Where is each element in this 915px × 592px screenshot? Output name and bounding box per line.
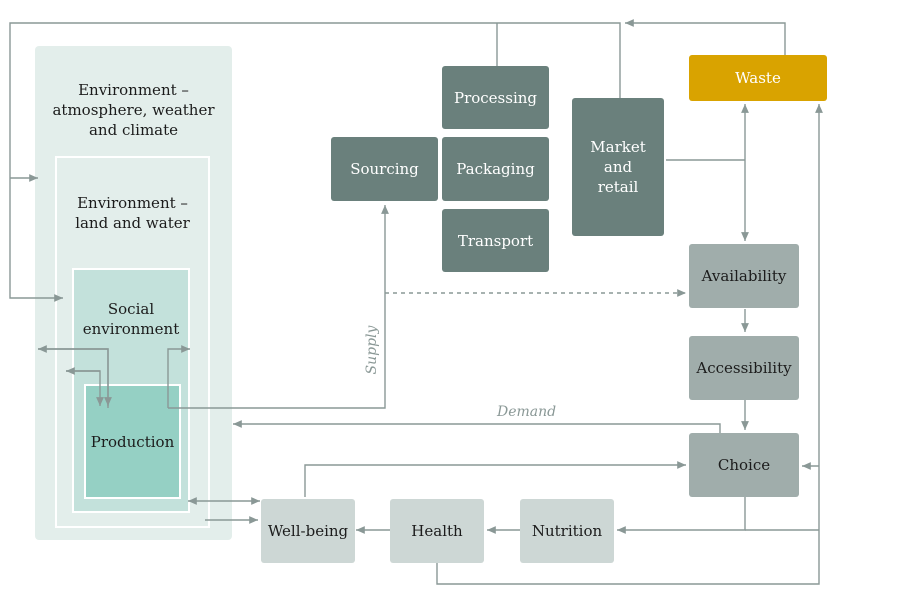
processing-box: Processing <box>442 66 549 129</box>
social-left-arrow <box>38 345 109 408</box>
environment-atmosphere-label: Environment – atmosphere, weather and cl… <box>52 81 215 139</box>
demand-label: Demand <box>497 404 557 420</box>
transport-box: Transport <box>442 209 549 272</box>
top-loop-line <box>9 22 621 302</box>
packaging-box: Packaging <box>442 137 549 201</box>
choice-box: Choice <box>689 433 799 497</box>
health-feedback-line <box>436 104 823 585</box>
accessibility-box: Accessibility <box>689 336 799 400</box>
nutrition-box: Nutrition <box>520 499 614 563</box>
market-retail-box: Market and retail <box>572 98 664 236</box>
social-right-arrow <box>167 345 190 408</box>
social-environment-label: Social environment <box>82 300 180 338</box>
choice-down-line <box>617 497 746 534</box>
sourcing-box: Sourcing <box>331 137 438 201</box>
social-left-arrow-down <box>38 348 112 406</box>
waste-feedback-line <box>625 19 786 55</box>
waste-box: Waste <box>689 55 827 101</box>
supply-line <box>168 205 389 409</box>
wellbeing-box: Well-being <box>261 499 355 563</box>
environment-land-water-label: Environment – land and water <box>75 194 190 232</box>
health-box: Health <box>390 499 484 563</box>
wellbeing-to-choice-line <box>304 461 686 497</box>
supply-label: Supply <box>364 325 380 375</box>
demand-line <box>233 420 721 433</box>
availability-box: Availability <box>689 244 799 308</box>
production-left-arrow-down <box>66 370 104 406</box>
